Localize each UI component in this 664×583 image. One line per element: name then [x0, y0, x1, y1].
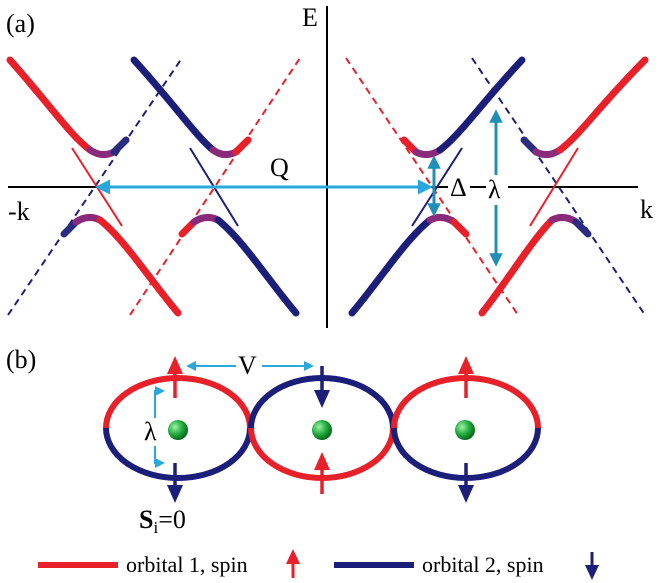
loop-arc-red: [103, 375, 253, 429]
legend-spin-down-arrow: [585, 552, 599, 580]
spin-down-arrow: [458, 463, 474, 503]
atom: [168, 420, 188, 440]
band-upper: [532, 146, 564, 159]
dashed-band-red: [345, 57, 519, 316]
band-upper: [130, 56, 217, 154]
legend-label-1: orbital 1, spin: [126, 552, 248, 577]
spin-up-arrow: [314, 452, 330, 494]
band-upper: [232, 136, 252, 156]
dashed-band-blue: [7, 57, 183, 316]
bare-bands: [7, 57, 646, 316]
legend-item-orbital-2: orbital 2, spin: [334, 552, 599, 580]
v-label: V: [238, 351, 257, 380]
atom: [455, 420, 475, 440]
band-upper: [86, 146, 118, 159]
neg-k-axis-label: -k: [8, 197, 30, 226]
lambda-b-label-bg: [142, 418, 164, 446]
band-lower: [572, 218, 592, 238]
atom: [312, 420, 332, 440]
dashed-band-red: [129, 57, 301, 316]
band-lower: [190, 213, 222, 226]
band-upper: [6, 56, 94, 154]
legend-item-orbital-1: orbital 1, spin: [38, 549, 300, 578]
band-lower: [96, 216, 182, 317]
spin-down-arrow: [314, 366, 330, 408]
k-axis-label: k: [640, 195, 653, 224]
panel-b: (b): [6, 345, 541, 537]
v-label-bg: [236, 352, 262, 378]
lambda-label-bg: [486, 175, 508, 205]
band-lower: [72, 213, 104, 226]
panel-b-label: (b): [6, 345, 36, 374]
panel-a: (a) E k -k: [6, 3, 653, 328]
spin-up-arrow: [458, 356, 474, 398]
band-lower: [348, 216, 434, 317]
bands-right: [348, 56, 649, 317]
band-upper: [556, 56, 649, 154]
band-upper: [436, 56, 526, 154]
spin-up-arrow: [167, 356, 183, 398]
band-lower: [450, 218, 470, 238]
loop-arc-blue: [103, 427, 253, 481]
panel-a-label: (a): [6, 9, 35, 38]
spin-down-arrow: [167, 463, 183, 503]
legend-spin-up-arrow: [286, 549, 300, 578]
band-lower: [478, 216, 556, 317]
e-axis-label: E: [302, 3, 318, 32]
bands-left: [6, 56, 300, 317]
legend-label-2: orbital 2, spin: [422, 552, 544, 577]
band-upper: [110, 136, 130, 156]
dashed-band-blue: [471, 57, 646, 316]
q-label: Q: [270, 153, 289, 182]
crossing-line-red: [529, 147, 579, 227]
band-lower: [214, 216, 300, 317]
band-upper: [412, 146, 444, 159]
band-lower: [548, 213, 580, 226]
delta-label: Δ: [450, 173, 467, 202]
legend: orbital 1, spin orbital 2, spin: [38, 549, 599, 580]
delta-label-bg: [448, 173, 470, 201]
lambda-b-label: λ: [144, 417, 157, 446]
spin-sum-label: Si=0: [139, 505, 186, 537]
band-lower: [426, 213, 458, 226]
lambda-label: λ: [488, 175, 501, 204]
orbital-loop-1: [103, 375, 253, 481]
